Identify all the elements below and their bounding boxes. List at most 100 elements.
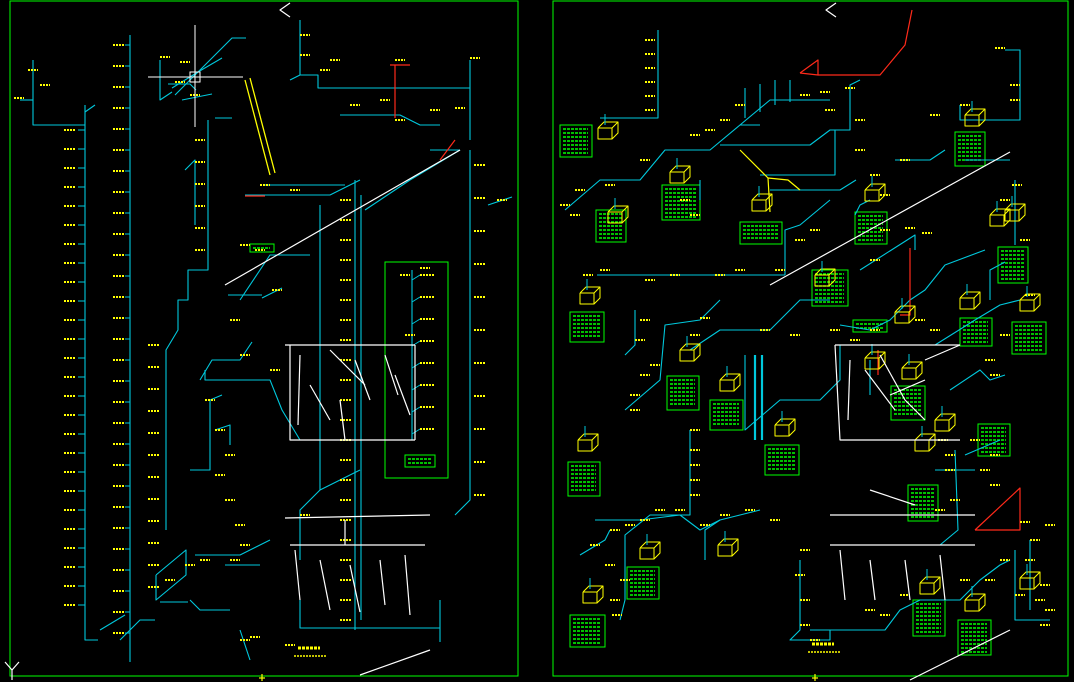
equipment-box-icon [908, 306, 916, 324]
equipment-box-icon [597, 127, 613, 140]
equipment-box-icon [1003, 209, 1011, 227]
equipment-box-icon [959, 297, 975, 310]
note-box [912, 599, 946, 637]
note-box [666, 375, 700, 411]
equipment-box-icon [683, 166, 691, 184]
pipe-segment [168, 83, 197, 91]
pipe-segment [619, 430, 691, 621]
pipe-segment [239, 629, 251, 661]
equipment-box-icon [864, 351, 886, 359]
pipe-segment [949, 369, 1006, 391]
pipe-segment [859, 234, 916, 271]
equipment-box-icon [1018, 204, 1026, 222]
equipment-box-icon [751, 193, 773, 201]
markup-stroke [939, 554, 946, 601]
pipe-segment [964, 439, 1001, 456]
note-box [595, 209, 627, 243]
equipment-box-icon [1033, 294, 1041, 312]
note-box [661, 184, 701, 221]
markup-stroke [924, 344, 961, 361]
equipment-box-icon [719, 373, 741, 381]
equipment-box-icon [964, 599, 980, 612]
pipe-segment [579, 529, 611, 556]
riser-double-line [249, 77, 276, 174]
alt-pipe-segment [799, 59, 819, 76]
pipe-segment [155, 549, 187, 601]
pipe-segment [849, 79, 861, 100]
equipment-box-icon [731, 539, 739, 557]
markup-stroke [297, 354, 301, 426]
markup-stroke [394, 374, 411, 416]
alt-pipe-network [245, 9, 1021, 531]
cad-overlay [4, 2, 837, 681]
equipment-box-icon [596, 586, 604, 604]
equipment-box-icon [579, 286, 601, 294]
pipe-segment [364, 149, 461, 211]
equipment-box-icon [948, 414, 956, 432]
pipe-segment [199, 341, 253, 381]
equipment-box-icon [717, 538, 739, 546]
equipment-box-icon [733, 374, 741, 392]
equipment-box-icon [774, 424, 790, 437]
cursor-pickbox [189, 71, 201, 83]
markup-stroke [864, 369, 896, 411]
note-box [626, 566, 660, 600]
markup-stroke [379, 559, 386, 606]
equipment-box-icon [788, 419, 796, 437]
equipment-box-icon [591, 434, 599, 452]
pipe-labels [14, 34, 1055, 657]
equipment-box-icon [1019, 577, 1035, 590]
pipe-segment [245, 179, 361, 196]
pipe-segment [239, 254, 310, 301]
equipment-box-icon [1004, 203, 1026, 211]
equipment-box-icon [765, 194, 773, 212]
pipe-segment [195, 539, 271, 556]
equipment-box-icon [973, 292, 981, 310]
note-box [739, 221, 783, 245]
pipe-segment [854, 199, 871, 216]
note-box [854, 211, 888, 245]
note-box [764, 444, 800, 476]
alt-pipe-segment [439, 139, 456, 161]
equipment-box-icon [679, 349, 695, 362]
chevron-left-icon [825, 2, 837, 18]
pipe-segment [340, 114, 440, 126]
equipment-box-icon [978, 594, 986, 612]
markup-stroke [839, 549, 846, 601]
pipe-segment [939, 449, 959, 546]
equipment-box-icon [901, 361, 923, 369]
pipe-segment [744, 345, 841, 431]
equipment-box-icon [919, 576, 941, 584]
pipe-segment [739, 99, 830, 126]
pipe-segment [595, 509, 761, 531]
pipe-segment [165, 120, 209, 530]
pipe-segment [810, 559, 1011, 631]
pipe-segment [411, 274, 421, 281]
pipe-segment [32, 60, 85, 126]
markup-strokes [224, 149, 1011, 681]
markup-stroke [284, 514, 431, 519]
markup-stroke [359, 649, 431, 676]
pipe-segment [1014, 550, 1050, 621]
equipment-box-icon [669, 165, 691, 173]
pipe-segment [760, 130, 836, 176]
pipe-segment [84, 105, 98, 641]
equipment-box-icon [934, 419, 950, 432]
pipe-segment [289, 74, 301, 81]
equipment-box-icon [864, 357, 880, 370]
note-box [709, 399, 744, 431]
pipe-segment [411, 296, 421, 303]
pipe-segment [214, 424, 231, 445]
equipment-box-icon [751, 199, 767, 212]
markup-stroke [404, 554, 411, 616]
pipe-segment [411, 318, 421, 325]
pipe-segment [299, 600, 440, 629]
pipe-segment [704, 519, 721, 560]
pipe-segment [411, 362, 421, 369]
note-box [957, 619, 992, 656]
equipment-box-icon [597, 121, 619, 129]
pipe-segment [411, 384, 421, 391]
pipe-segment [789, 560, 831, 641]
